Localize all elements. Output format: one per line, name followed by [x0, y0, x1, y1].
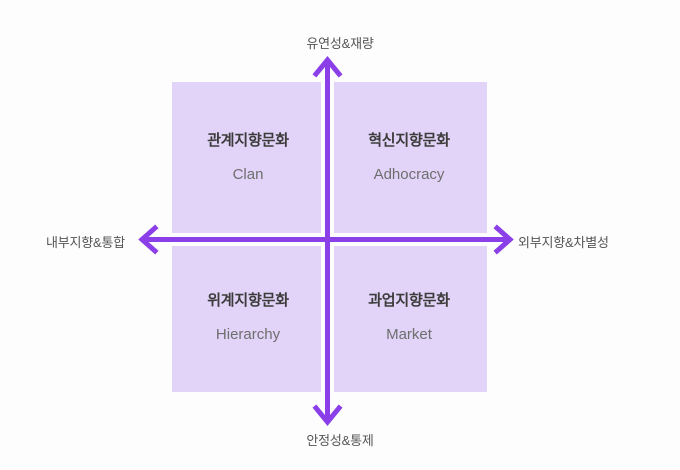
quadrant-top-left-title: 관계지향문화 [207, 132, 289, 149]
quadrant-top-right: 혁신지향문화 Adhocracy [331, 82, 487, 234]
arrowhead-down-icon [312, 404, 343, 426]
axis-label-left: 내부지향&통합 [46, 235, 126, 250]
axis-label-right: 외부지향&차별성 [518, 235, 609, 250]
axis-label-bottom: 안정성&통제 [306, 433, 374, 448]
quadrant-bottom-right: 과업지향문화 Market [331, 243, 487, 392]
arrowhead-right-icon [493, 224, 514, 255]
quadrant-bottom-left: 위계지향문화 Hierarchy [172, 243, 324, 392]
quadrant-bottom-left-title: 위계지향문화 [207, 291, 289, 309]
quadrant-top-left-subtitle: Clan [232, 166, 264, 183]
quadrant-bottom-right-subtitle: Market [386, 325, 432, 343]
quadrant-top-right-subtitle: Adhocracy [373, 166, 445, 183]
quadrant-bottom-right-title: 과업지향문화 [368, 291, 450, 309]
quadrant-bottom-left-subtitle: Hierarchy [215, 325, 281, 343]
arrowhead-up-icon [312, 56, 343, 78]
quadrant-top-right-title: 혁신지향문화 [368, 132, 450, 149]
quadrant-top-left: 관계지향문화 Clan [172, 82, 324, 234]
arrowhead-left-icon [138, 224, 159, 255]
axis-label-top: 유연성&재량 [306, 36, 374, 51]
